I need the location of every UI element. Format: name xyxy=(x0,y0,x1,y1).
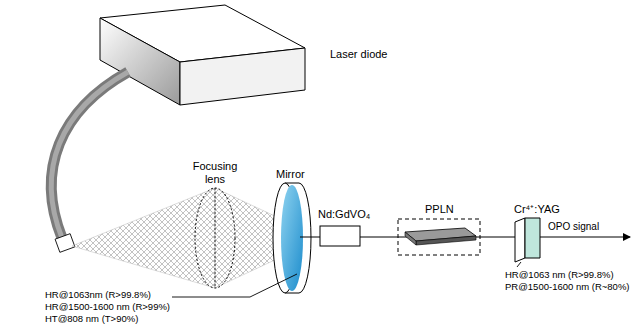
pump-beam xyxy=(72,188,215,288)
mirror-leader-line xyxy=(172,274,297,297)
laser-diode-box xyxy=(100,5,305,105)
component-label: PPLN xyxy=(425,203,454,216)
focusing-lens xyxy=(195,188,235,288)
coating-spec: HR@1063 nm (R>99.8%) xyxy=(505,270,614,281)
optical-fiber xyxy=(51,72,128,238)
cr-yag-plate xyxy=(515,218,540,262)
coating-spec: HR@1063nm (R>99.8%) xyxy=(45,290,151,301)
output-beam xyxy=(360,237,630,238)
plate-leader-line xyxy=(517,262,521,267)
component-label: Laser diode xyxy=(330,48,388,61)
component-label: Nd:GdVO₄ xyxy=(318,208,370,221)
laser-crystal xyxy=(320,226,360,246)
coating-spec: HR@1500-1600 nm (R>99%) xyxy=(45,302,170,313)
component-label: Cr⁴⁺:YAG xyxy=(514,203,560,216)
signal-label: OPO signal xyxy=(548,221,599,233)
intracavity-beam xyxy=(300,237,320,238)
coating-spec: PR@1500-1600 nm (R~80%) xyxy=(505,282,630,293)
coating-spec: HT@808 nm (T>90%) xyxy=(45,314,138,325)
fiber-ferrule xyxy=(55,234,75,253)
component-label: Focusing lens xyxy=(188,160,242,185)
component-label: Mirror xyxy=(276,168,305,181)
ppln-crystal xyxy=(398,219,480,255)
fiber-highlight xyxy=(51,72,128,238)
lens-axis xyxy=(215,188,216,288)
